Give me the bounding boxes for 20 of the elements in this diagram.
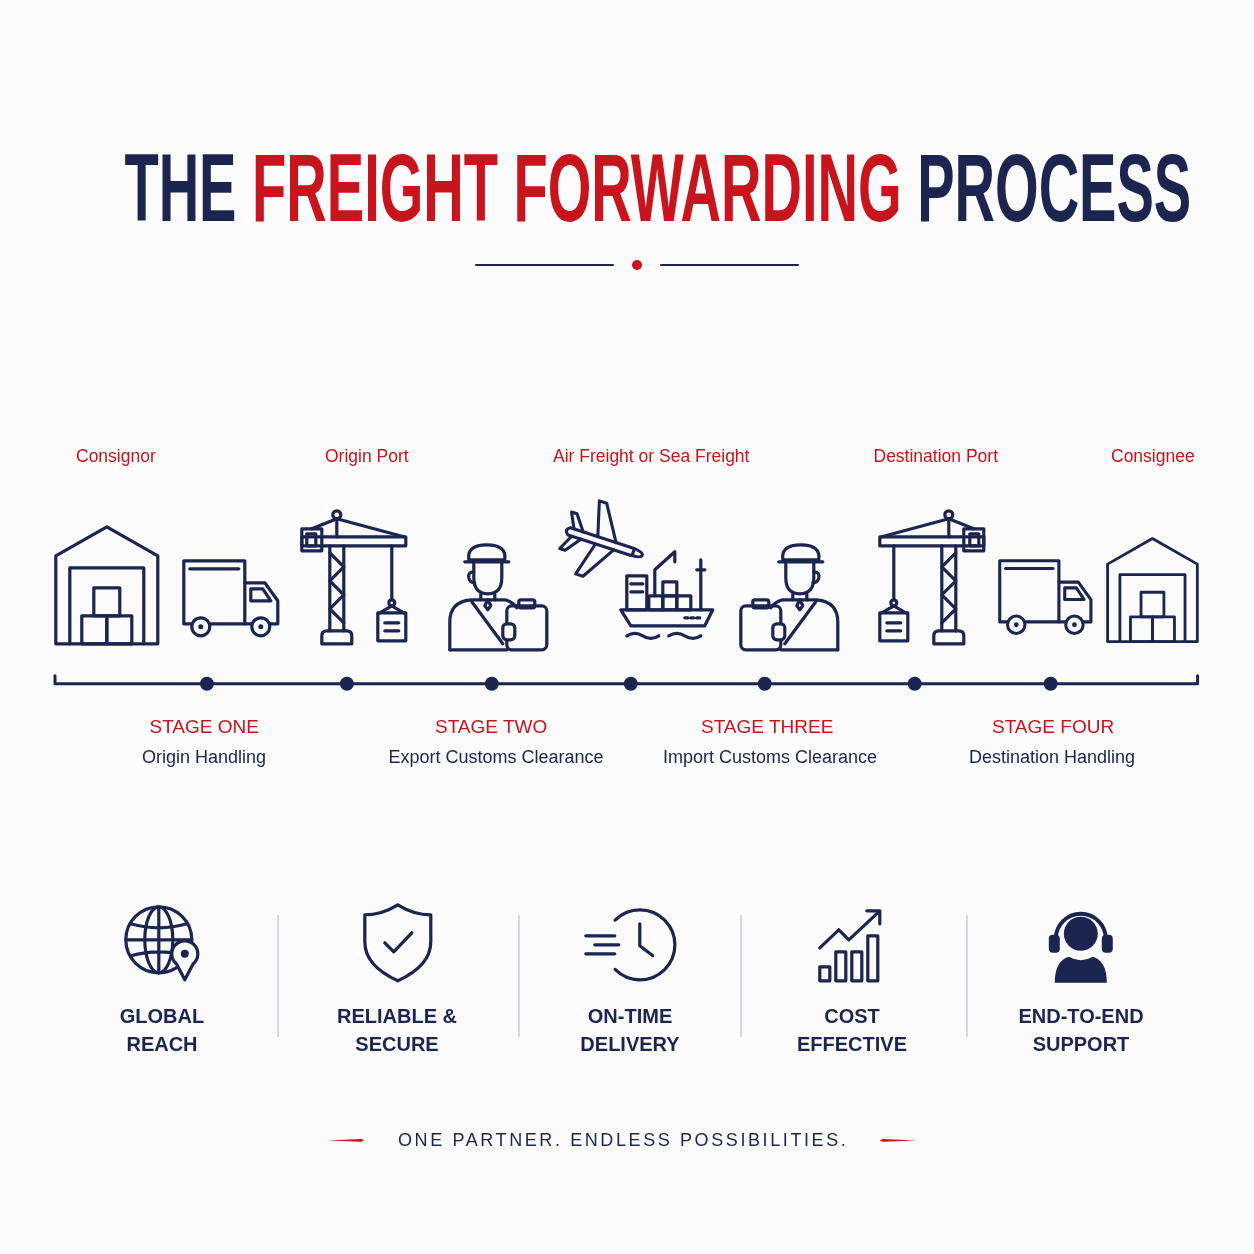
stage-heading: STAGE THREE xyxy=(701,715,834,739)
title: THE FREIGHT FORWARDING PROCESS xyxy=(124,140,1192,236)
stage-heading: STAGE FOUR xyxy=(992,715,1115,739)
stage-heading: STAGE ONE xyxy=(149,715,259,739)
feature-label: COST EFFECTIVE xyxy=(796,1004,908,1057)
feature-label: GLOBAL REACH xyxy=(119,1004,205,1057)
stage-heading: STAGE TWO xyxy=(435,715,548,739)
location-label: Destination Port xyxy=(873,445,998,467)
location-label: Consignee xyxy=(1111,445,1195,467)
stage-description: Export Customs Clearance xyxy=(388,746,604,769)
location-label: Origin Port xyxy=(325,445,409,467)
stage-description: Destination Handling xyxy=(969,746,1136,769)
feature-label: END-TO-END SUPPORT xyxy=(1017,1004,1145,1057)
feature-label: ON-TIME DELIVERY xyxy=(579,1004,681,1057)
stage-description: Import Customs Clearance xyxy=(663,746,878,769)
location-label: Consignor xyxy=(76,445,156,467)
stage-description: Origin Handling xyxy=(142,746,267,769)
location-label: Air Freight or Sea Freight xyxy=(553,445,750,467)
tagline: ONE PARTNER. ENDLESS POSSIBILITIES. xyxy=(398,1129,849,1152)
feature-label: RELIABLE & SECURE xyxy=(336,1004,458,1057)
